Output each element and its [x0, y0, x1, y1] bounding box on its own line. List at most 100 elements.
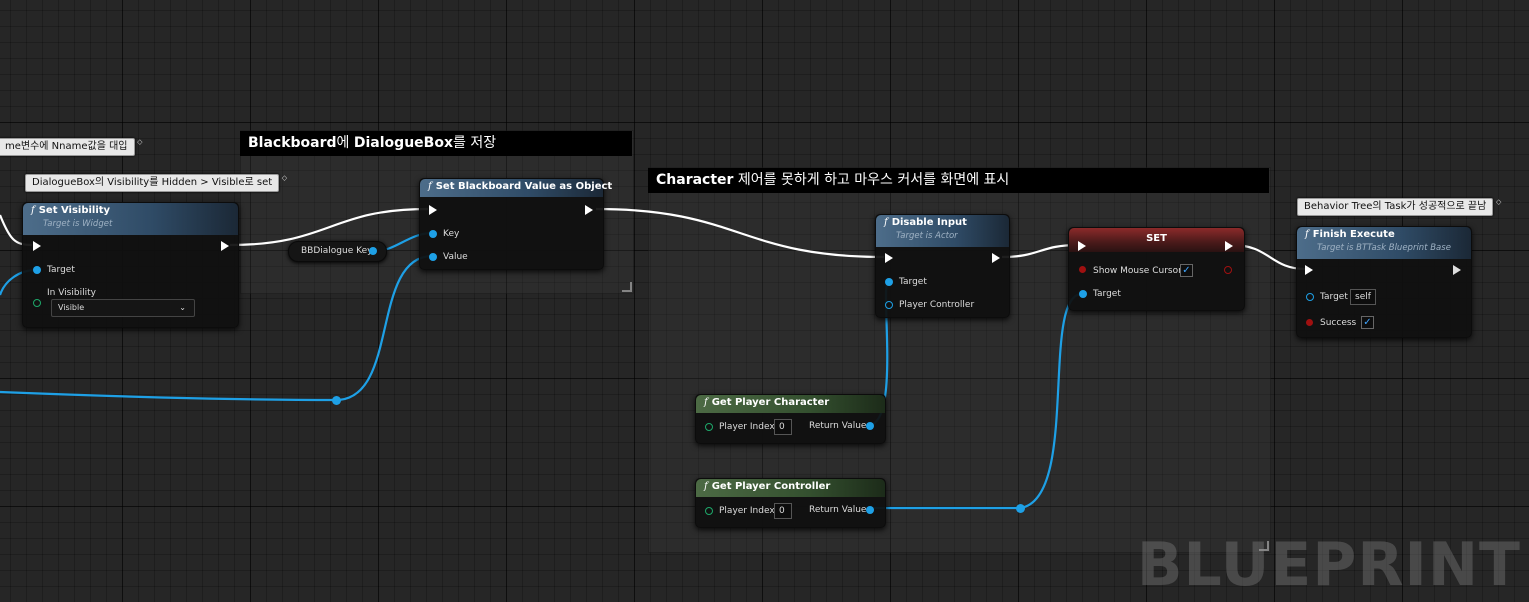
- comment-bubble-nname[interactable]: me변수에 Nname값을 대입 ◇: [0, 138, 143, 156]
- exec-out-pin[interactable]: [585, 205, 593, 215]
- reroute-knot[interactable]: [332, 396, 341, 405]
- player-index-field[interactable]: 0: [774, 503, 792, 519]
- comment-title-text-b: 를 저장: [452, 135, 497, 151]
- target-pin[interactable]: [1306, 293, 1314, 301]
- comment-title-bold-b: DialogueBox: [353, 135, 453, 151]
- return-value-pin[interactable]: [866, 506, 874, 514]
- check-icon: ✓: [1182, 265, 1191, 276]
- function-icon: f: [704, 481, 708, 492]
- target-pin[interactable]: [1079, 290, 1087, 298]
- node-subtitle: Target is Widget: [43, 219, 113, 229]
- exec-in-pin[interactable]: [429, 205, 437, 215]
- comment-bubble-visibility[interactable]: DialogueBox의 Visibility를 Hidden > Visibl…: [25, 174, 287, 192]
- exec-wire: [595, 207, 885, 259]
- exec-in-pin[interactable]: [33, 241, 41, 251]
- show-mouse-cursor-pin[interactable]: [1079, 266, 1086, 273]
- bubble-text: DialogueBox의 Visibility를 Hidden > Visibl…: [32, 177, 273, 188]
- comment-title-blackboard[interactable]: Blackboard에 DialogueBox를 저장: [240, 131, 632, 156]
- comment-pin-icon[interactable]: ◇: [281, 174, 288, 182]
- pin-label-target: Target: [1093, 289, 1121, 299]
- node-subtitle: Target is Actor: [896, 231, 958, 241]
- blueprint-watermark: BLUEPRINT: [1136, 530, 1521, 600]
- function-icon: f: [31, 205, 35, 216]
- pin-label-key: Key: [443, 229, 460, 239]
- function-icon: f: [704, 397, 708, 408]
- comment-title-character[interactable]: Character 제어를 못하게 하고 마우스 커서를 화면에 표시: [648, 168, 1269, 193]
- pin-label-value: Value: [443, 252, 468, 262]
- exec-in-pin[interactable]: [1078, 241, 1086, 251]
- visibility-dropdown[interactable]: Visible ⌄: [51, 299, 195, 317]
- visibility-pin[interactable]: [33, 299, 41, 307]
- node-title: SET: [1146, 233, 1167, 244]
- resize-handle-icon[interactable]: [1259, 541, 1269, 551]
- comment-bubble-finish[interactable]: Behavior Tree의 Task가 성공적으로 끝남 ◇: [1297, 198, 1501, 216]
- exec-in-pin[interactable]: [885, 253, 893, 263]
- exec-wire: [229, 207, 429, 247]
- pin-label-show-mouse-cursor: Show Mouse Cursor: [1093, 266, 1182, 276]
- comment-title-text-a: 제어를 못하게 하고 마우스 커서를 화면에 표시: [733, 172, 1010, 188]
- comment-title-text-a: 에: [336, 135, 354, 151]
- show-mouse-cursor-checkbox[interactable]: ✓: [1180, 264, 1193, 277]
- player-controller-pin[interactable]: [885, 301, 893, 309]
- pin-label-success: Success: [1320, 318, 1357, 328]
- key-pin[interactable]: [429, 230, 437, 238]
- function-icon: f: [1305, 229, 1309, 240]
- target-pin[interactable]: [885, 278, 893, 286]
- target-pin[interactable]: [33, 266, 41, 274]
- exec-out-pin[interactable]: [221, 241, 229, 251]
- player-index-pin[interactable]: [705, 423, 713, 431]
- success-checkbox[interactable]: ✓: [1361, 316, 1374, 329]
- player-index-pin[interactable]: [705, 507, 713, 515]
- bubble-text: Behavior Tree의 Task가 성공적으로 끝남: [1304, 201, 1487, 212]
- comment-title-bold-a: Character: [656, 172, 734, 188]
- pin-label-target: Target: [47, 265, 75, 275]
- success-pin[interactable]: [1306, 319, 1313, 326]
- resize-handle-icon[interactable]: [622, 282, 632, 292]
- player-index-field[interactable]: 0: [774, 419, 792, 435]
- pin-label-player-index: Player Index: [719, 422, 775, 432]
- variable-bbdialogue-key[interactable]: BBDialogue Key: [288, 241, 388, 262]
- comment-pin-icon[interactable]: ◇: [1495, 198, 1502, 206]
- pin-label-return-value: Return Value: [809, 421, 867, 431]
- node-subtitle: Target is BTTask Blueprint Base: [1317, 243, 1451, 253]
- exec-out-pin[interactable]: [1225, 241, 1233, 251]
- node-header[interactable]: SET: [1069, 228, 1244, 252]
- reroute-knot[interactable]: [1016, 504, 1025, 513]
- variable-out-pin[interactable]: [369, 247, 377, 255]
- function-icon: f: [428, 181, 432, 192]
- node-set-show-mouse-cursor[interactable]: SET Show Mouse Cursor ✓ Target: [1068, 227, 1245, 311]
- exec-out-pin[interactable]: [992, 253, 1000, 263]
- show-mouse-cursor-out-pin[interactable]: [1224, 266, 1232, 274]
- pin-label-target: Target: [1320, 292, 1348, 302]
- object-wire: [1019, 292, 1083, 510]
- value-pin[interactable]: [429, 253, 437, 261]
- pin-label-target: Target: [899, 277, 927, 287]
- object-wire: [335, 254, 433, 402]
- comment-pin-icon[interactable]: ◇: [137, 138, 143, 146]
- return-value-pin[interactable]: [866, 422, 874, 430]
- chevron-down-icon: ⌄: [179, 303, 186, 312]
- exec-out-pin[interactable]: [1453, 265, 1461, 275]
- exec-in-pin[interactable]: [1305, 265, 1313, 275]
- pin-label-return-value: Return Value: [809, 505, 867, 515]
- variable-label: BBDialogue Key: [301, 246, 373, 256]
- function-icon: f: [884, 217, 888, 228]
- target-value-field[interactable]: self: [1350, 289, 1376, 305]
